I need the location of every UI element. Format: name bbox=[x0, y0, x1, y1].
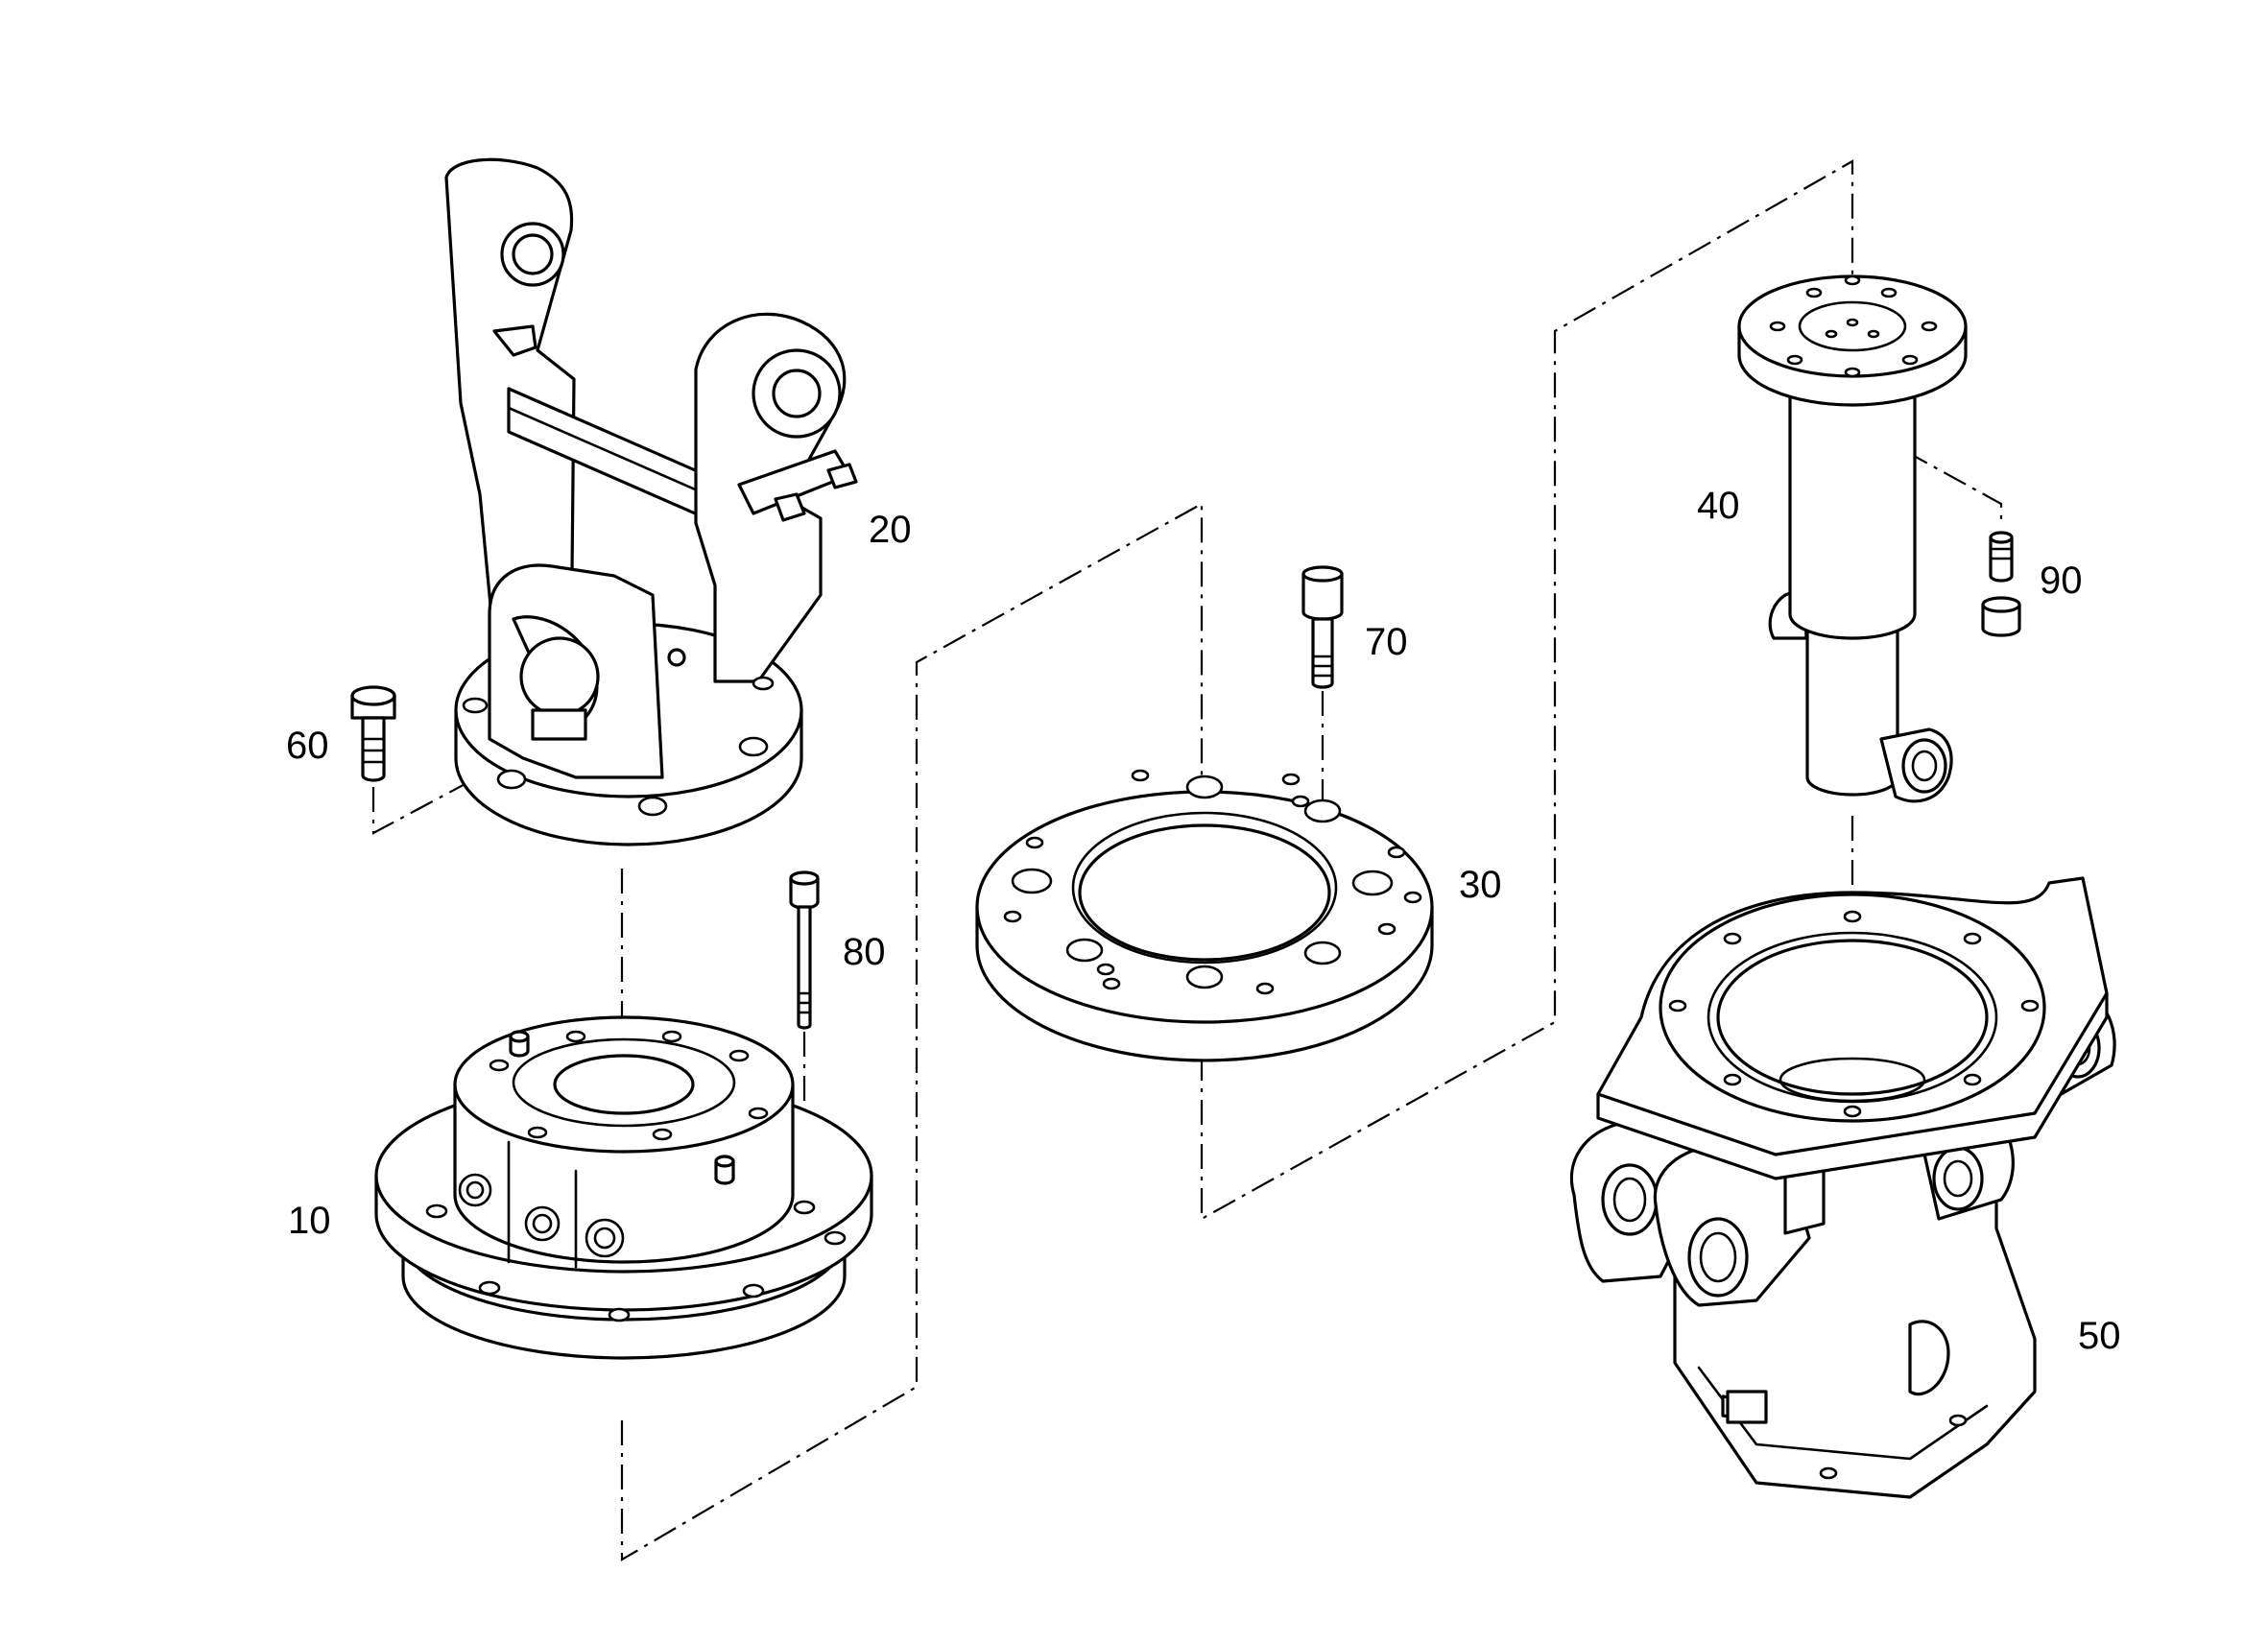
callout-30: 30 bbox=[1459, 864, 1502, 906]
callout-40: 40 bbox=[1697, 485, 1740, 527]
callout-50: 50 bbox=[2078, 1315, 2121, 1357]
axis-part-10-to-30 bbox=[620, 502, 1204, 1561]
callout-60: 60 bbox=[286, 725, 329, 767]
callout-labels: 10 20 30 40 50 60 70 80 90 bbox=[286, 485, 2121, 1357]
axis-part-30-to-50 bbox=[1200, 159, 1854, 1221]
axis-bolt-90 bbox=[1904, 450, 2003, 526]
part-70-socket-screw bbox=[1301, 565, 1344, 689]
part-40-column bbox=[1737, 274, 1968, 803]
part-10-hub bbox=[374, 1015, 873, 1360]
callout-80: 80 bbox=[843, 931, 886, 973]
callout-70: 70 bbox=[1365, 621, 1408, 663]
callout-20: 20 bbox=[869, 509, 912, 551]
part-30-ring-plate bbox=[975, 769, 1434, 1062]
callout-90: 90 bbox=[2040, 560, 2083, 602]
part-80-socket-screw bbox=[789, 870, 820, 1030]
callout-10: 10 bbox=[288, 1200, 331, 1242]
part-20-bracket bbox=[444, 157, 858, 846]
part-90-socket-screw bbox=[1981, 531, 2021, 637]
part-50-housing bbox=[1569, 876, 2116, 1499]
part-60-hex-bolt bbox=[350, 685, 396, 782]
